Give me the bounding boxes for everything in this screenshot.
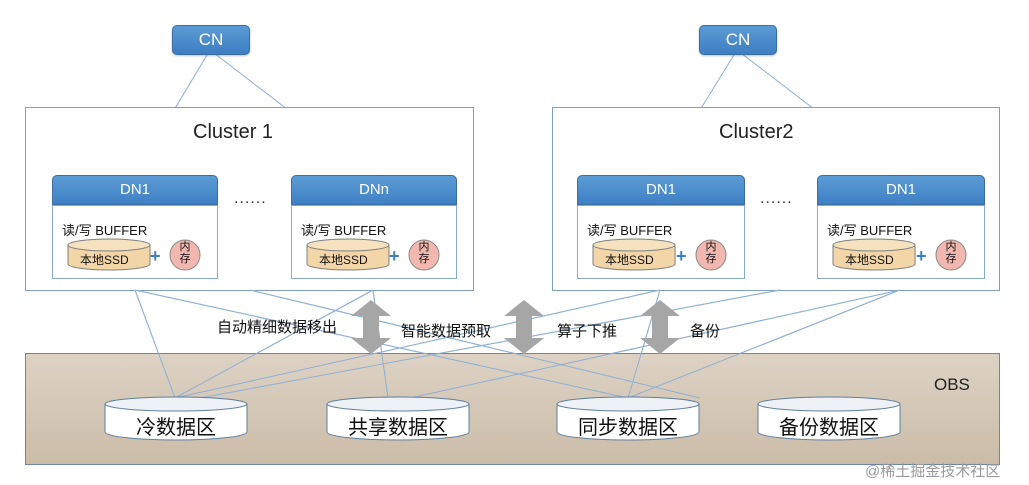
sync-data-zone-label: 同步数据区 [578, 417, 678, 439]
cluster-1-dn-1-header: DN1 [52, 175, 218, 205]
backup-data-zone-label: 备份数据区 [779, 417, 879, 439]
shared-data-zone-cylinder [326, 396, 470, 441]
arrow-label-data-prefetch: 智能数据预取 [401, 323, 492, 340]
cluster-2-dn-1-ssd-cylinder [592, 238, 676, 271]
shared-data-zone-label: 共享数据区 [348, 417, 448, 439]
data-move-out-arrow [351, 300, 391, 354]
cluster-1-dn-1-memory-label: 内存 [179, 241, 191, 265]
cluster-1-dn-n-plus-icon: + [389, 246, 400, 266]
arrow-label-backup: 备份 [690, 323, 721, 340]
cluster-1-dn-n-header: DNn [291, 175, 457, 205]
cluster-2-dn-2-plus-icon: + [916, 246, 927, 266]
cluster-1-ellipsis: ...... [234, 190, 267, 207]
cluster-2-dn-1-plus-icon: + [676, 246, 687, 266]
cluster-2-dn-2-ssd-cylinder [832, 238, 916, 271]
cn-node-1: CN [172, 25, 250, 55]
cluster-2-dn-2-ssd-label: 本地SSD [845, 253, 894, 267]
sync-data-zone-cylinder [556, 396, 700, 441]
cluster-1-dn-n-memory-label: 内存 [418, 241, 430, 265]
cluster-2-title: Cluster2 [719, 121, 794, 143]
cold-data-zone-cylinder [104, 396, 248, 441]
backup-data-zone-cylinder [757, 396, 901, 441]
obs-title: OBS [934, 375, 970, 394]
cluster-1-dn-n-memory-ellipse [408, 239, 440, 271]
cluster-1-dn-1-buffer-label: 读/写 BUFFER [62, 223, 148, 238]
cluster-2-dn-2-buffer-label: 读/写 BUFFER [827, 223, 913, 238]
arrow-label-data-move-out: 自动精细数据移出 [217, 319, 338, 336]
cluster-1-dn-1-plus-icon: + [150, 246, 161, 266]
cluster-1-dn-1-memory-ellipse [169, 239, 201, 271]
operator-pushdown-arrow [640, 300, 680, 354]
cluster-1-dn-n-ssd-label: 本地SSD [319, 253, 368, 267]
cluster-1-title: Cluster 1 [193, 121, 274, 143]
cluster-2-dn-2-header: DN1 [817, 175, 985, 205]
cluster-2-dn-1-memory-ellipse [695, 239, 727, 271]
data-prefetch-arrow [504, 300, 544, 354]
cold-data-zone-label: 冷数据区 [136, 417, 216, 439]
arrow-label-operator-pushdown: 算子下推 [557, 323, 618, 340]
cluster-1-dn-1-ssd-label: 本地SSD [80, 253, 129, 267]
cluster-2-dn-2-memory-label: 内存 [945, 241, 957, 265]
cluster-1-dn-1-ssd-cylinder [67, 238, 151, 271]
cluster-2-ellipsis: ...... [760, 190, 793, 207]
cluster-2-dn-1-ssd-label: 本地SSD [605, 253, 654, 267]
cluster-1-dn-n-ssd-cylinder [306, 238, 390, 271]
cluster-2-dn-2-memory-ellipse [935, 239, 967, 271]
cluster-2-dn-1-buffer-label: 读/写 BUFFER [587, 223, 673, 238]
watermark-text: @稀土掘金技术社区 [865, 463, 1001, 480]
cn-node-2: CN [699, 25, 777, 55]
cluster-2-dn-1-header: DN1 [577, 175, 745, 205]
cluster-1-dn-n-buffer-label: 读/写 BUFFER [301, 223, 387, 238]
cluster-2-dn-1-memory-label: 内存 [705, 241, 717, 265]
